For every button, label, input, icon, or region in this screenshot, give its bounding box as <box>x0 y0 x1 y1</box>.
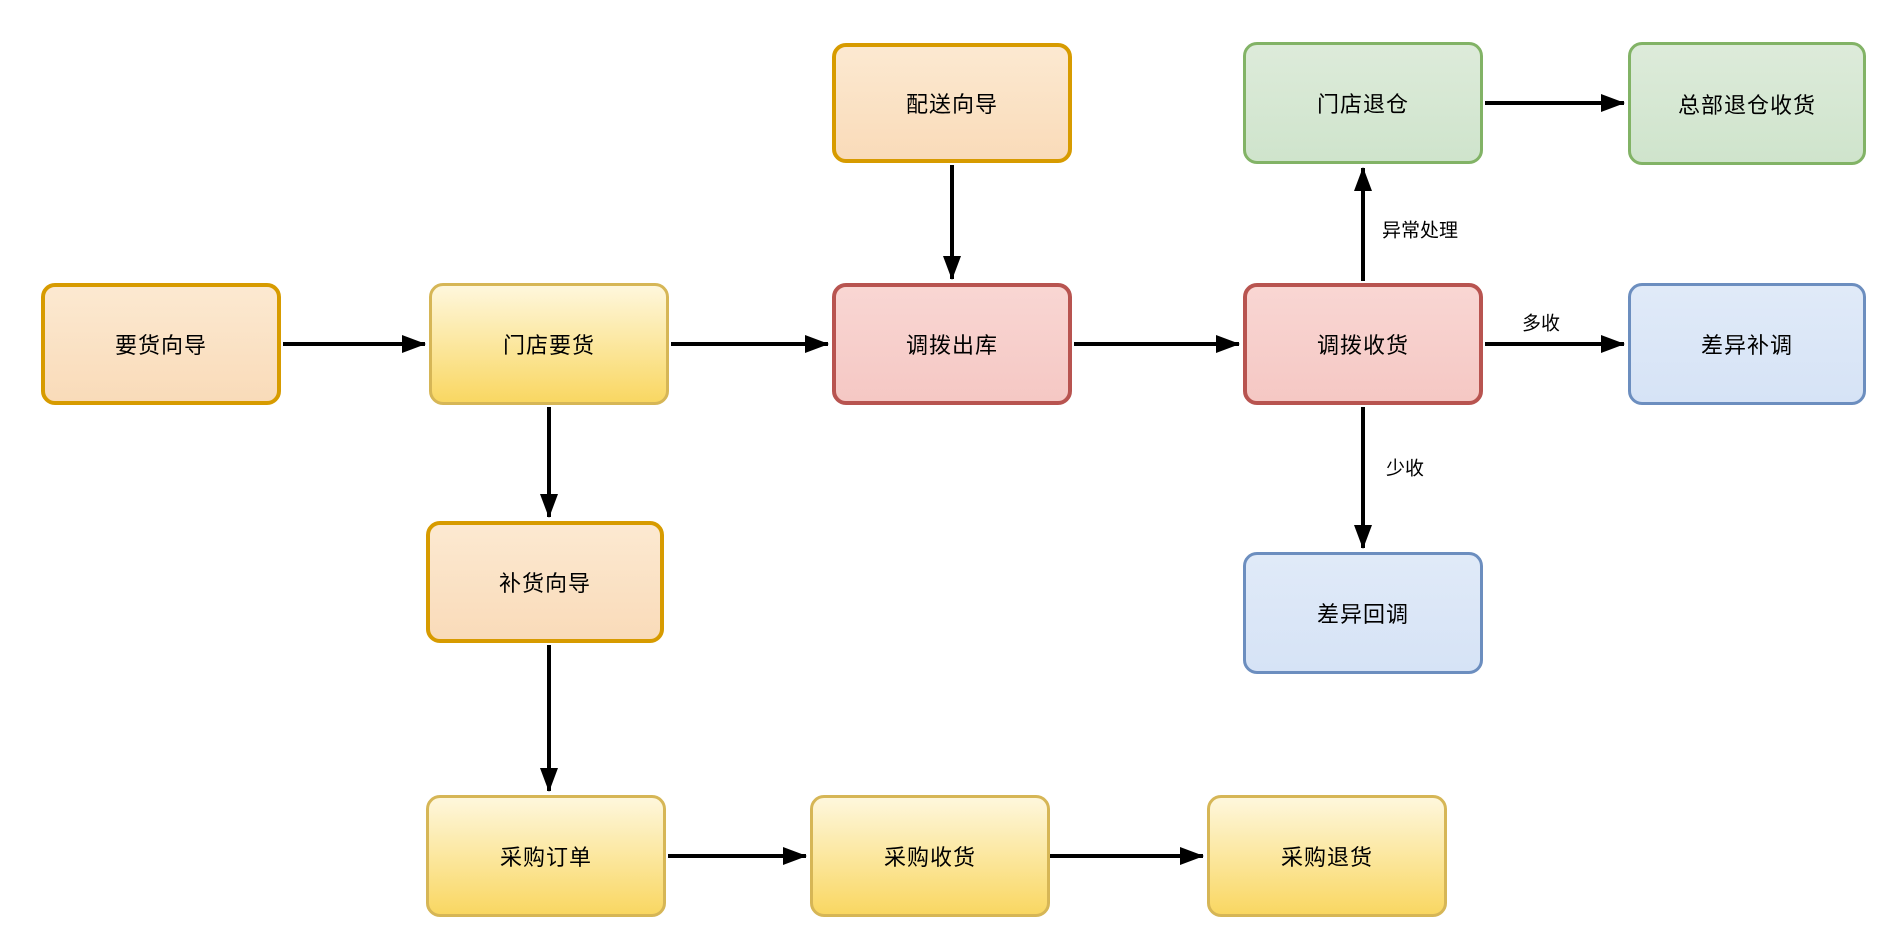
node-label: 采购订单 <box>499 845 592 870</box>
node-label: 配送向导 <box>905 92 998 117</box>
edge-label-exception: 异常处理 <box>1380 215 1461 243</box>
node-replenish-wizard[interactable]: 补货向导 <box>426 521 664 643</box>
node-purchase-return[interactable]: 采购退货 <box>1207 795 1447 917</box>
node-delivery-wizard[interactable]: 配送向导 <box>832 43 1072 163</box>
node-label: 采购退货 <box>1280 845 1373 870</box>
node-diff-callback[interactable]: 差异回调 <box>1243 552 1483 674</box>
node-label: 差异补调 <box>1700 333 1793 358</box>
node-label: 补货向导 <box>498 571 591 596</box>
node-store-return[interactable]: 门店退仓 <box>1243 42 1483 164</box>
node-label: 调拨出库 <box>905 333 998 358</box>
node-transfer-outbound[interactable]: 调拨出库 <box>832 283 1072 405</box>
node-transfer-receipt[interactable]: 调拨收货 <box>1243 283 1483 405</box>
node-request-wizard[interactable]: 要货向导 <box>41 283 281 405</box>
edge-label-over-received: 多收 <box>1520 308 1563 336</box>
node-hq-return-receipt[interactable]: 总部退仓收货 <box>1628 42 1866 165</box>
node-label: 调拨收货 <box>1316 333 1409 358</box>
node-store-request[interactable]: 门店要货 <box>429 283 669 405</box>
node-purchase-receipt[interactable]: 采购收货 <box>810 795 1050 917</box>
node-label: 门店要货 <box>502 333 595 358</box>
node-diff-supplement[interactable]: 差异补调 <box>1628 283 1866 405</box>
node-label: 要货向导 <box>114 333 207 358</box>
node-label: 总部退仓收货 <box>1677 92 1816 118</box>
node-purchase-order[interactable]: 采购订单 <box>426 795 666 917</box>
node-label: 采购收货 <box>883 845 976 870</box>
edge-label-under-received: 少收 <box>1384 453 1427 481</box>
node-label: 差异回调 <box>1316 602 1409 627</box>
node-label: 门店退仓 <box>1316 92 1409 117</box>
